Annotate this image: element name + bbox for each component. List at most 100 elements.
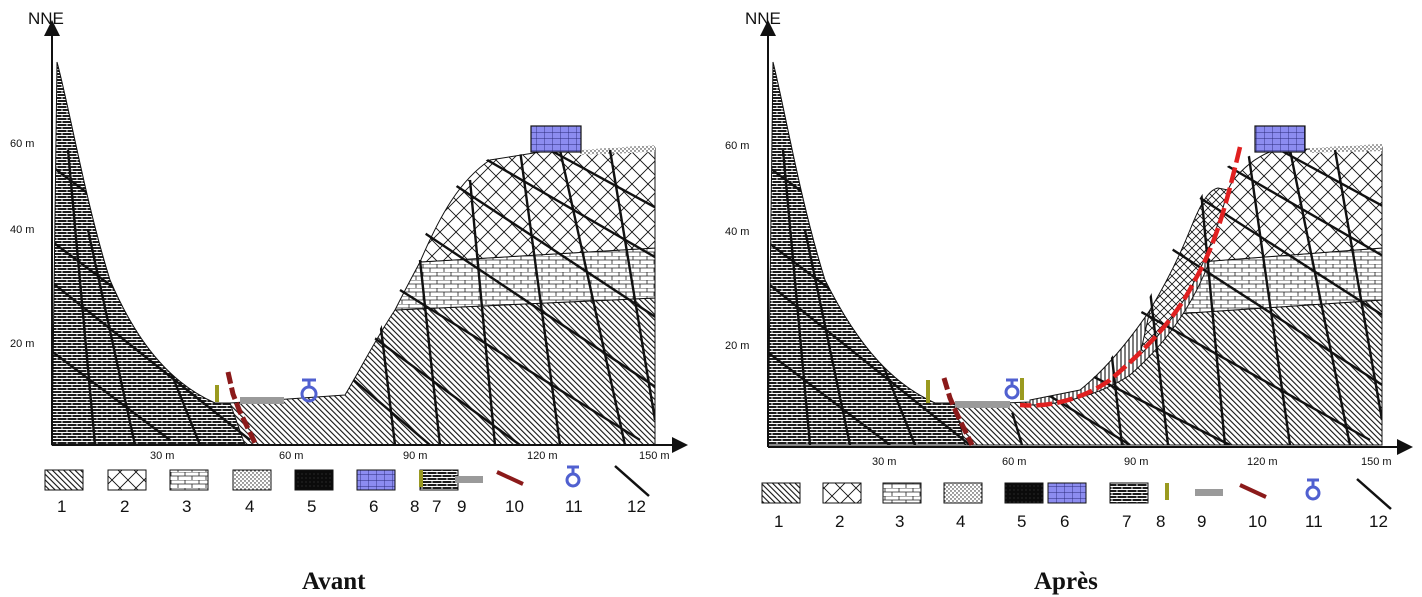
legend-item-10-after: 10 xyxy=(1239,483,1267,531)
legend-number-11-before: 11 xyxy=(565,497,583,516)
legend-swatch-3-after xyxy=(882,482,922,504)
legend-item-9-before: 9 xyxy=(455,476,483,516)
road-bar-before xyxy=(240,397,284,404)
x-tick-120-before: 120 m xyxy=(527,450,558,462)
legend-item-12-after: 12 xyxy=(1356,478,1392,531)
legend-swatch-9-before xyxy=(455,476,483,483)
legend-swatch-2-after xyxy=(822,482,862,504)
y-tick-60-after: 60 m xyxy=(725,140,749,152)
x-tick-60-after: 60 m xyxy=(1002,456,1026,468)
y-tick-20-before: 20 m xyxy=(10,338,34,350)
fracture-lines-right-after xyxy=(1008,148,1382,445)
caption-after: Après xyxy=(1034,568,1098,595)
legend-item-6-after: 6 xyxy=(1047,482,1087,531)
legend-item-5-before: 5 xyxy=(294,469,334,516)
legend-item-1-before: 1 xyxy=(44,469,84,516)
legend-swatch-6-after xyxy=(1047,482,1087,504)
legend-number-2-after: 2 xyxy=(835,512,844,531)
legend-item-6-before: 6 xyxy=(356,469,396,516)
legend-number-1-after: 1 xyxy=(774,512,783,531)
axis-title-before: NNE xyxy=(28,9,64,28)
x-tick-30-after: 30 m xyxy=(872,456,896,468)
legend-number-8-before: 8 xyxy=(410,497,419,516)
legend-swatch-1-before xyxy=(44,469,84,491)
building-on-plateau-before xyxy=(530,125,582,153)
legend-item-7-before: 7 xyxy=(419,469,459,516)
legend-number-8-after: 8 xyxy=(1156,512,1165,531)
legend-swatch-3-before xyxy=(169,469,209,491)
legend-number-6-after: 6 xyxy=(1060,512,1069,531)
x-tick-150-before: 150 m xyxy=(639,450,670,462)
x-tick-120-after: 120 m xyxy=(1247,456,1278,468)
y-tick-60-before: 60 m xyxy=(10,138,34,150)
legend-number-4-after: 4 xyxy=(956,512,965,531)
legend-number-12-after: 12 xyxy=(1369,512,1388,531)
legend-item-10-before: 10 xyxy=(496,470,524,516)
left-cliff-dark-limestone-after xyxy=(767,61,981,446)
spring-symbol-after xyxy=(1004,378,1020,400)
legend-swatch-2-before xyxy=(107,469,147,491)
building-on-plateau-after xyxy=(1254,125,1306,153)
legend-swatch-5-before xyxy=(294,469,334,491)
legend-number-7-before: 7 xyxy=(432,497,441,516)
axis-title-after: NNE xyxy=(745,9,781,28)
legend-item-11-before: 11 xyxy=(565,465,583,516)
legend-number-4-before: 4 xyxy=(245,497,254,516)
legend-number-12-before: 12 xyxy=(627,497,646,516)
legend-item-4-before: 4 xyxy=(232,469,272,516)
legend-number-10-before: 10 xyxy=(505,497,524,516)
x-tick-30-before: 30 m xyxy=(150,450,174,462)
legend-item-3-after: 3 xyxy=(882,482,922,531)
slip-surface-after xyxy=(1019,146,1243,408)
legend-item-4-after: 4 xyxy=(943,482,983,531)
legend-swatch-7-after xyxy=(1109,482,1149,504)
legend-number-5-after: 5 xyxy=(1017,512,1026,531)
legend-item-11-after: 11 xyxy=(1305,478,1323,531)
marker-before xyxy=(215,385,219,402)
legend-swatch-9-after xyxy=(1195,489,1223,496)
legend-item-5-after: 5 xyxy=(1004,482,1044,531)
legend-number-9-after: 9 xyxy=(1197,512,1206,531)
x-tick-90-before: 90 m xyxy=(403,450,427,462)
legend-number-5-before: 5 xyxy=(307,497,316,516)
legend-item-2-after: 2 xyxy=(822,482,862,531)
legend-number-3-after: 3 xyxy=(895,512,904,531)
legend-item-12-before: 12 xyxy=(614,465,650,516)
legend-number-1-before: 1 xyxy=(57,497,66,516)
legend-swatch-8-before xyxy=(419,470,423,487)
y-tick-20-after: 20 m xyxy=(725,340,749,352)
legend-swatch-11-before xyxy=(565,465,581,488)
y-tick-40-before: 40 m xyxy=(10,224,34,236)
legend-swatch-7-before xyxy=(419,469,459,491)
right-crosshatch-layer-after xyxy=(1199,146,1383,263)
legend-number-3-before: 3 xyxy=(182,497,191,516)
caption-before: Avant xyxy=(302,568,366,595)
right-stipple-cap-after xyxy=(1310,144,1382,153)
legend-swatch-11-after xyxy=(1305,478,1321,501)
legend-swatch-4-after xyxy=(943,482,983,504)
valley-base-hatch xyxy=(229,297,656,446)
legend-number-2-before: 2 xyxy=(120,497,129,516)
legend-number-11-after: 11 xyxy=(1305,512,1323,531)
legend-item-2-before: 2 xyxy=(107,469,147,516)
legend-swatch-5-after xyxy=(1004,482,1044,504)
legend-number-7-after: 7 xyxy=(1122,512,1131,531)
legend-item-9-after: 9 xyxy=(1195,489,1223,531)
legend-number-9-before: 9 xyxy=(457,497,466,516)
legend-item-8-after: 8 xyxy=(1156,483,1169,531)
legend-swatch-10-before xyxy=(496,470,524,486)
left-cliff-dark-limestone xyxy=(51,61,256,446)
legend-item-7-after: 7 xyxy=(1109,482,1149,531)
road-bar-after xyxy=(955,401,1010,408)
legend-swatch-6-before xyxy=(356,469,396,491)
legend-swatch-12-before xyxy=(614,465,650,497)
spring-symbol-before xyxy=(300,378,318,403)
legend-swatch-1-after xyxy=(761,482,801,504)
legend-swatch-12-after xyxy=(1356,478,1392,510)
marker-after-2 xyxy=(1020,378,1024,400)
x-tick-150-after: 150 m xyxy=(1361,456,1392,468)
x-tick-90-after: 90 m xyxy=(1124,456,1148,468)
